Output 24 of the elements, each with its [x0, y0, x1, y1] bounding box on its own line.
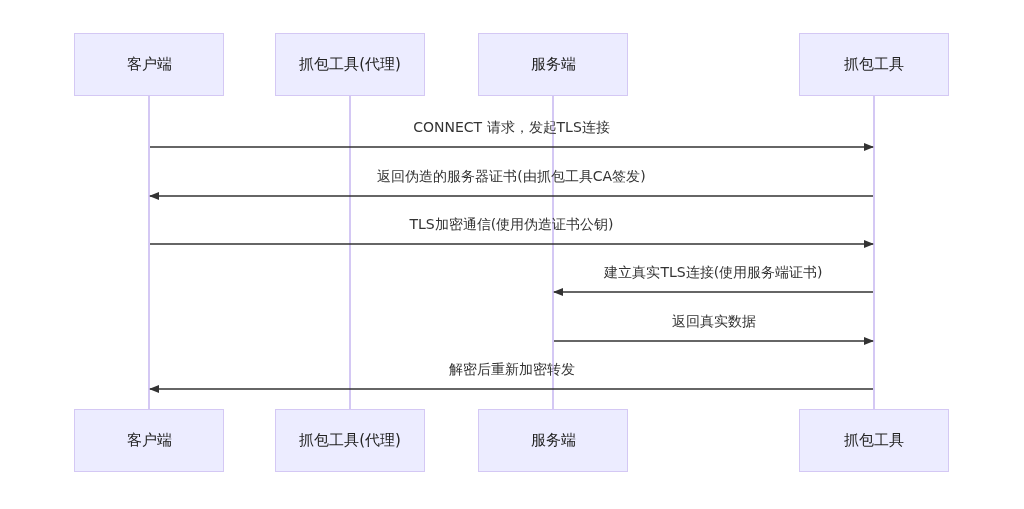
lifeline — [148, 96, 150, 409]
message-label: 解密后重新加密转发 — [448, 361, 575, 379]
message-arrow — [149, 192, 874, 200]
message-label: TLS加密通信(使用伪造证书公钥) — [409, 216, 614, 234]
message-label: 返回伪造的服务器证书(由抓包工具CA签发) — [377, 168, 646, 186]
message-label: 返回真实数据 — [671, 313, 756, 331]
participant-box: 客户端 — [74, 33, 224, 96]
participant-box: 抓包工具(代理) — [275, 409, 425, 472]
message-arrow — [149, 240, 874, 248]
lifeline — [552, 96, 554, 409]
participant-box: 客户端 — [74, 409, 224, 472]
message-label: CONNECT 请求，发起TLS连接 — [413, 119, 610, 137]
message-label: 建立真实TLS连接(使用服务端证书) — [604, 264, 823, 282]
message-arrow — [149, 385, 874, 393]
participant-box: 抓包工具 — [799, 33, 949, 96]
participant-box: 服务端 — [478, 33, 628, 96]
participant-box: 服务端 — [478, 409, 628, 472]
message-arrow — [553, 337, 874, 345]
participant-box: 抓包工具 — [799, 409, 949, 472]
message-arrow — [553, 288, 874, 296]
participant-box: 抓包工具(代理) — [275, 33, 425, 96]
lifeline — [349, 96, 351, 409]
lifeline — [873, 96, 875, 409]
message-arrow — [149, 143, 874, 151]
